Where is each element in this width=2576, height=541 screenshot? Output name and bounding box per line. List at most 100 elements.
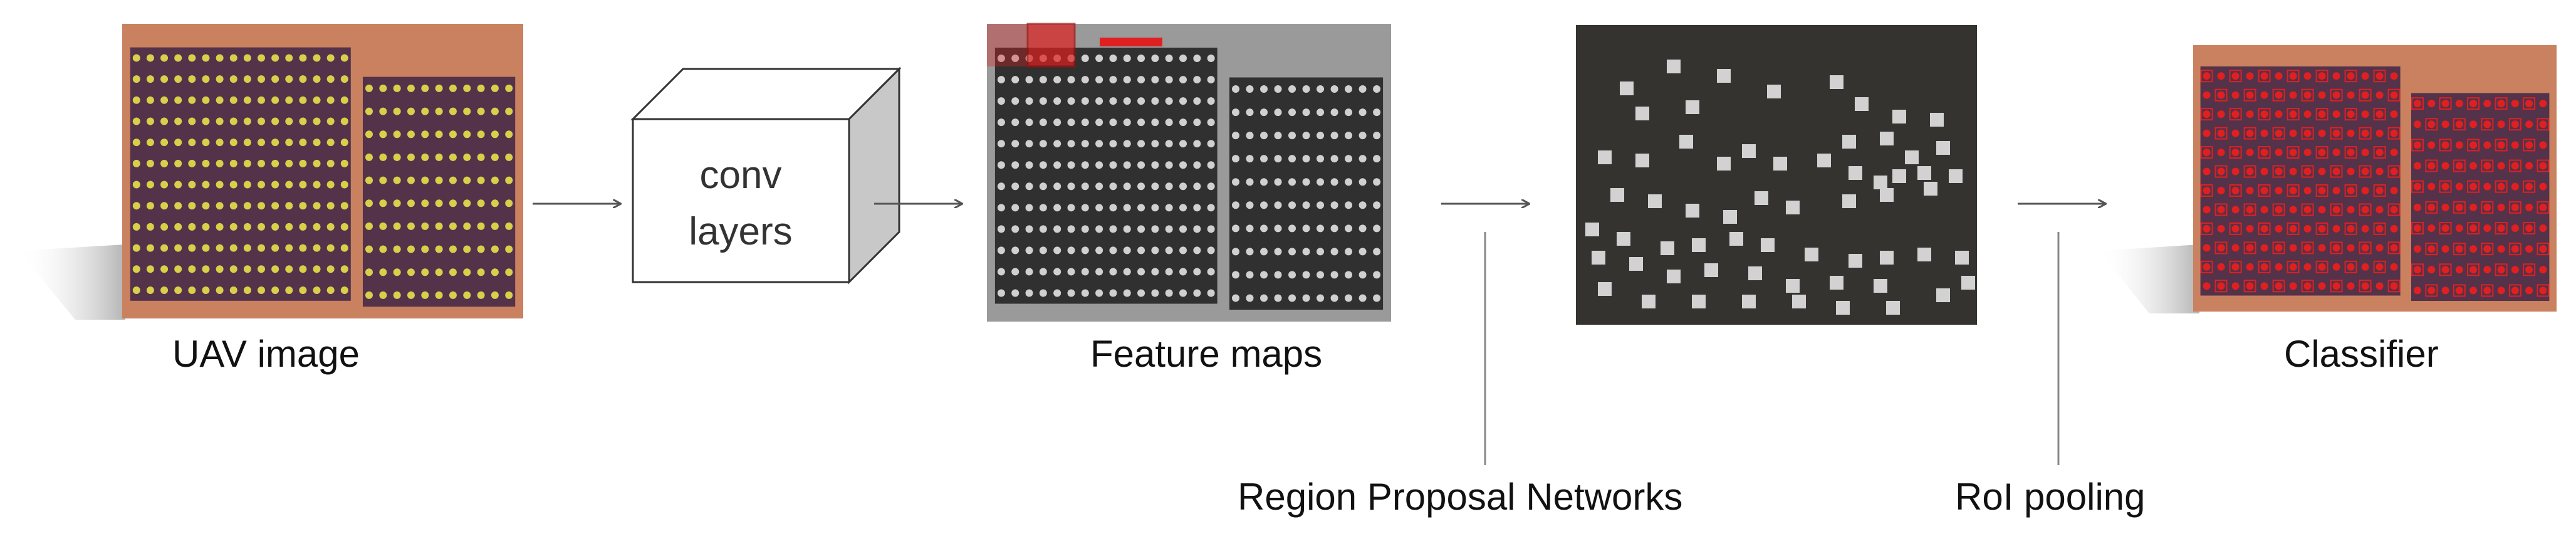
- feature-plant: [1081, 289, 1089, 297]
- feature-plant: [1260, 132, 1268, 140]
- feature-plant: [1109, 182, 1117, 191]
- classifier-plant: [2469, 120, 2478, 129]
- detection-box: [2481, 201, 2494, 214]
- classifier-plant: [2347, 224, 2355, 233]
- feature-plant: [1330, 108, 1338, 117]
- feature-plant: [1193, 161, 1201, 169]
- proposal-box: [1842, 135, 1856, 149]
- classifier-plant: [2203, 72, 2211, 80]
- feature-plant: [1137, 289, 1145, 297]
- uav-plant: [243, 223, 251, 231]
- detection-box: [2315, 108, 2328, 121]
- classifier-plant: [2390, 129, 2398, 137]
- detection-box: [2301, 241, 2314, 255]
- uav-plant: [146, 75, 154, 83]
- uav-plant: [365, 153, 373, 161]
- detection-box: [2330, 165, 2343, 178]
- uav-field-image: [122, 24, 523, 318]
- feature-plant: [1302, 178, 1310, 186]
- uav-plant: [271, 96, 279, 104]
- classifier-plant: [2497, 203, 2505, 211]
- uav-plant: [313, 223, 321, 231]
- classifier-plant: [2469, 266, 2478, 274]
- feature-plant: [997, 118, 1005, 127]
- classifier-plant: [2441, 100, 2449, 108]
- uav-plant: [160, 75, 169, 83]
- feature-plant: [1053, 140, 1061, 148]
- uav-plant: [174, 159, 182, 167]
- uav-plant: [174, 202, 182, 210]
- uav-plant: [340, 244, 348, 252]
- detection-box: [2301, 165, 2314, 178]
- proposal-box: [1585, 223, 1599, 236]
- detection-box: [2495, 97, 2508, 110]
- proposal-box: [1949, 169, 1963, 183]
- classifier-plant: [2260, 263, 2268, 271]
- classifier-plant: [2347, 72, 2355, 80]
- uav-plant: [463, 107, 471, 115]
- uav-plant: [258, 117, 265, 125]
- detection-box: [2359, 88, 2372, 102]
- classifier-plant: [2303, 244, 2312, 252]
- uav-plant: [313, 181, 321, 189]
- feature-plant: [1330, 248, 1338, 256]
- classifier-plant: [2539, 203, 2547, 211]
- uav-plant: [188, 181, 196, 189]
- feature-plant: [1373, 224, 1381, 233]
- feature-plant: [1288, 178, 1296, 186]
- classifier-plant: [2414, 100, 2421, 108]
- uav-plant: [407, 130, 415, 139]
- classifier-plant: [2511, 120, 2519, 129]
- region-proposal-networks-label: Region Proposal Networks: [1238, 476, 1683, 518]
- classifier-plant: [2427, 162, 2436, 170]
- classifier-plant: [2231, 263, 2240, 271]
- uav-plant: [202, 117, 210, 125]
- uav-plant: [188, 96, 196, 104]
- feature-plant: [1317, 132, 1325, 140]
- uav-plant: [202, 223, 210, 231]
- feature-plant: [1151, 246, 1159, 255]
- detection-box: [2200, 146, 2213, 159]
- uav-plant: [340, 96, 348, 104]
- classifier-plant: [2539, 286, 2547, 295]
- classifier-plant: [2539, 120, 2547, 129]
- classifier-plant: [2414, 182, 2421, 191]
- uav-plant: [449, 291, 457, 299]
- uav-plant: [132, 159, 140, 167]
- feature-plant: [1081, 182, 1089, 191]
- uav-plant: [491, 245, 499, 253]
- classifier-plant: [2289, 224, 2297, 233]
- detection-box: [2344, 184, 2357, 197]
- feature-plant: [1025, 204, 1033, 212]
- sliding-window-bar: [1100, 38, 1162, 46]
- feature-plant: [1151, 55, 1159, 63]
- classifier-plant: [2441, 286, 2449, 295]
- uav-plant: [393, 176, 401, 184]
- proposal-box: [1598, 282, 1612, 296]
- conv-label-line1: conv: [700, 154, 782, 197]
- uav-plant: [326, 202, 335, 210]
- classifier-plant: [2455, 162, 2463, 170]
- uav-plant: [340, 181, 348, 189]
- proposal-box: [1961, 276, 1975, 290]
- feature-plant: [1011, 140, 1019, 148]
- detection-box: [2258, 260, 2271, 273]
- classifier-plant: [2390, 91, 2398, 99]
- proposal-box: [1704, 263, 1718, 277]
- detection-box: [2495, 221, 2508, 234]
- feature-plant: [1025, 76, 1033, 84]
- feature-plant: [1151, 204, 1159, 212]
- detection-box: [2359, 165, 2372, 178]
- feature-plant: [1081, 76, 1089, 84]
- uav-plant: [407, 245, 415, 253]
- detection-box: [2287, 70, 2300, 83]
- detection-box: [2359, 280, 2372, 293]
- uav-plant: [365, 176, 373, 184]
- uav-plant: [243, 117, 251, 125]
- classifier-plant: [2231, 91, 2240, 99]
- uav-plant: [477, 176, 485, 184]
- classifier-plant: [2231, 167, 2240, 176]
- uav-plant: [160, 244, 169, 252]
- feature-plant: [1330, 132, 1338, 140]
- feature-plant: [1067, 268, 1075, 276]
